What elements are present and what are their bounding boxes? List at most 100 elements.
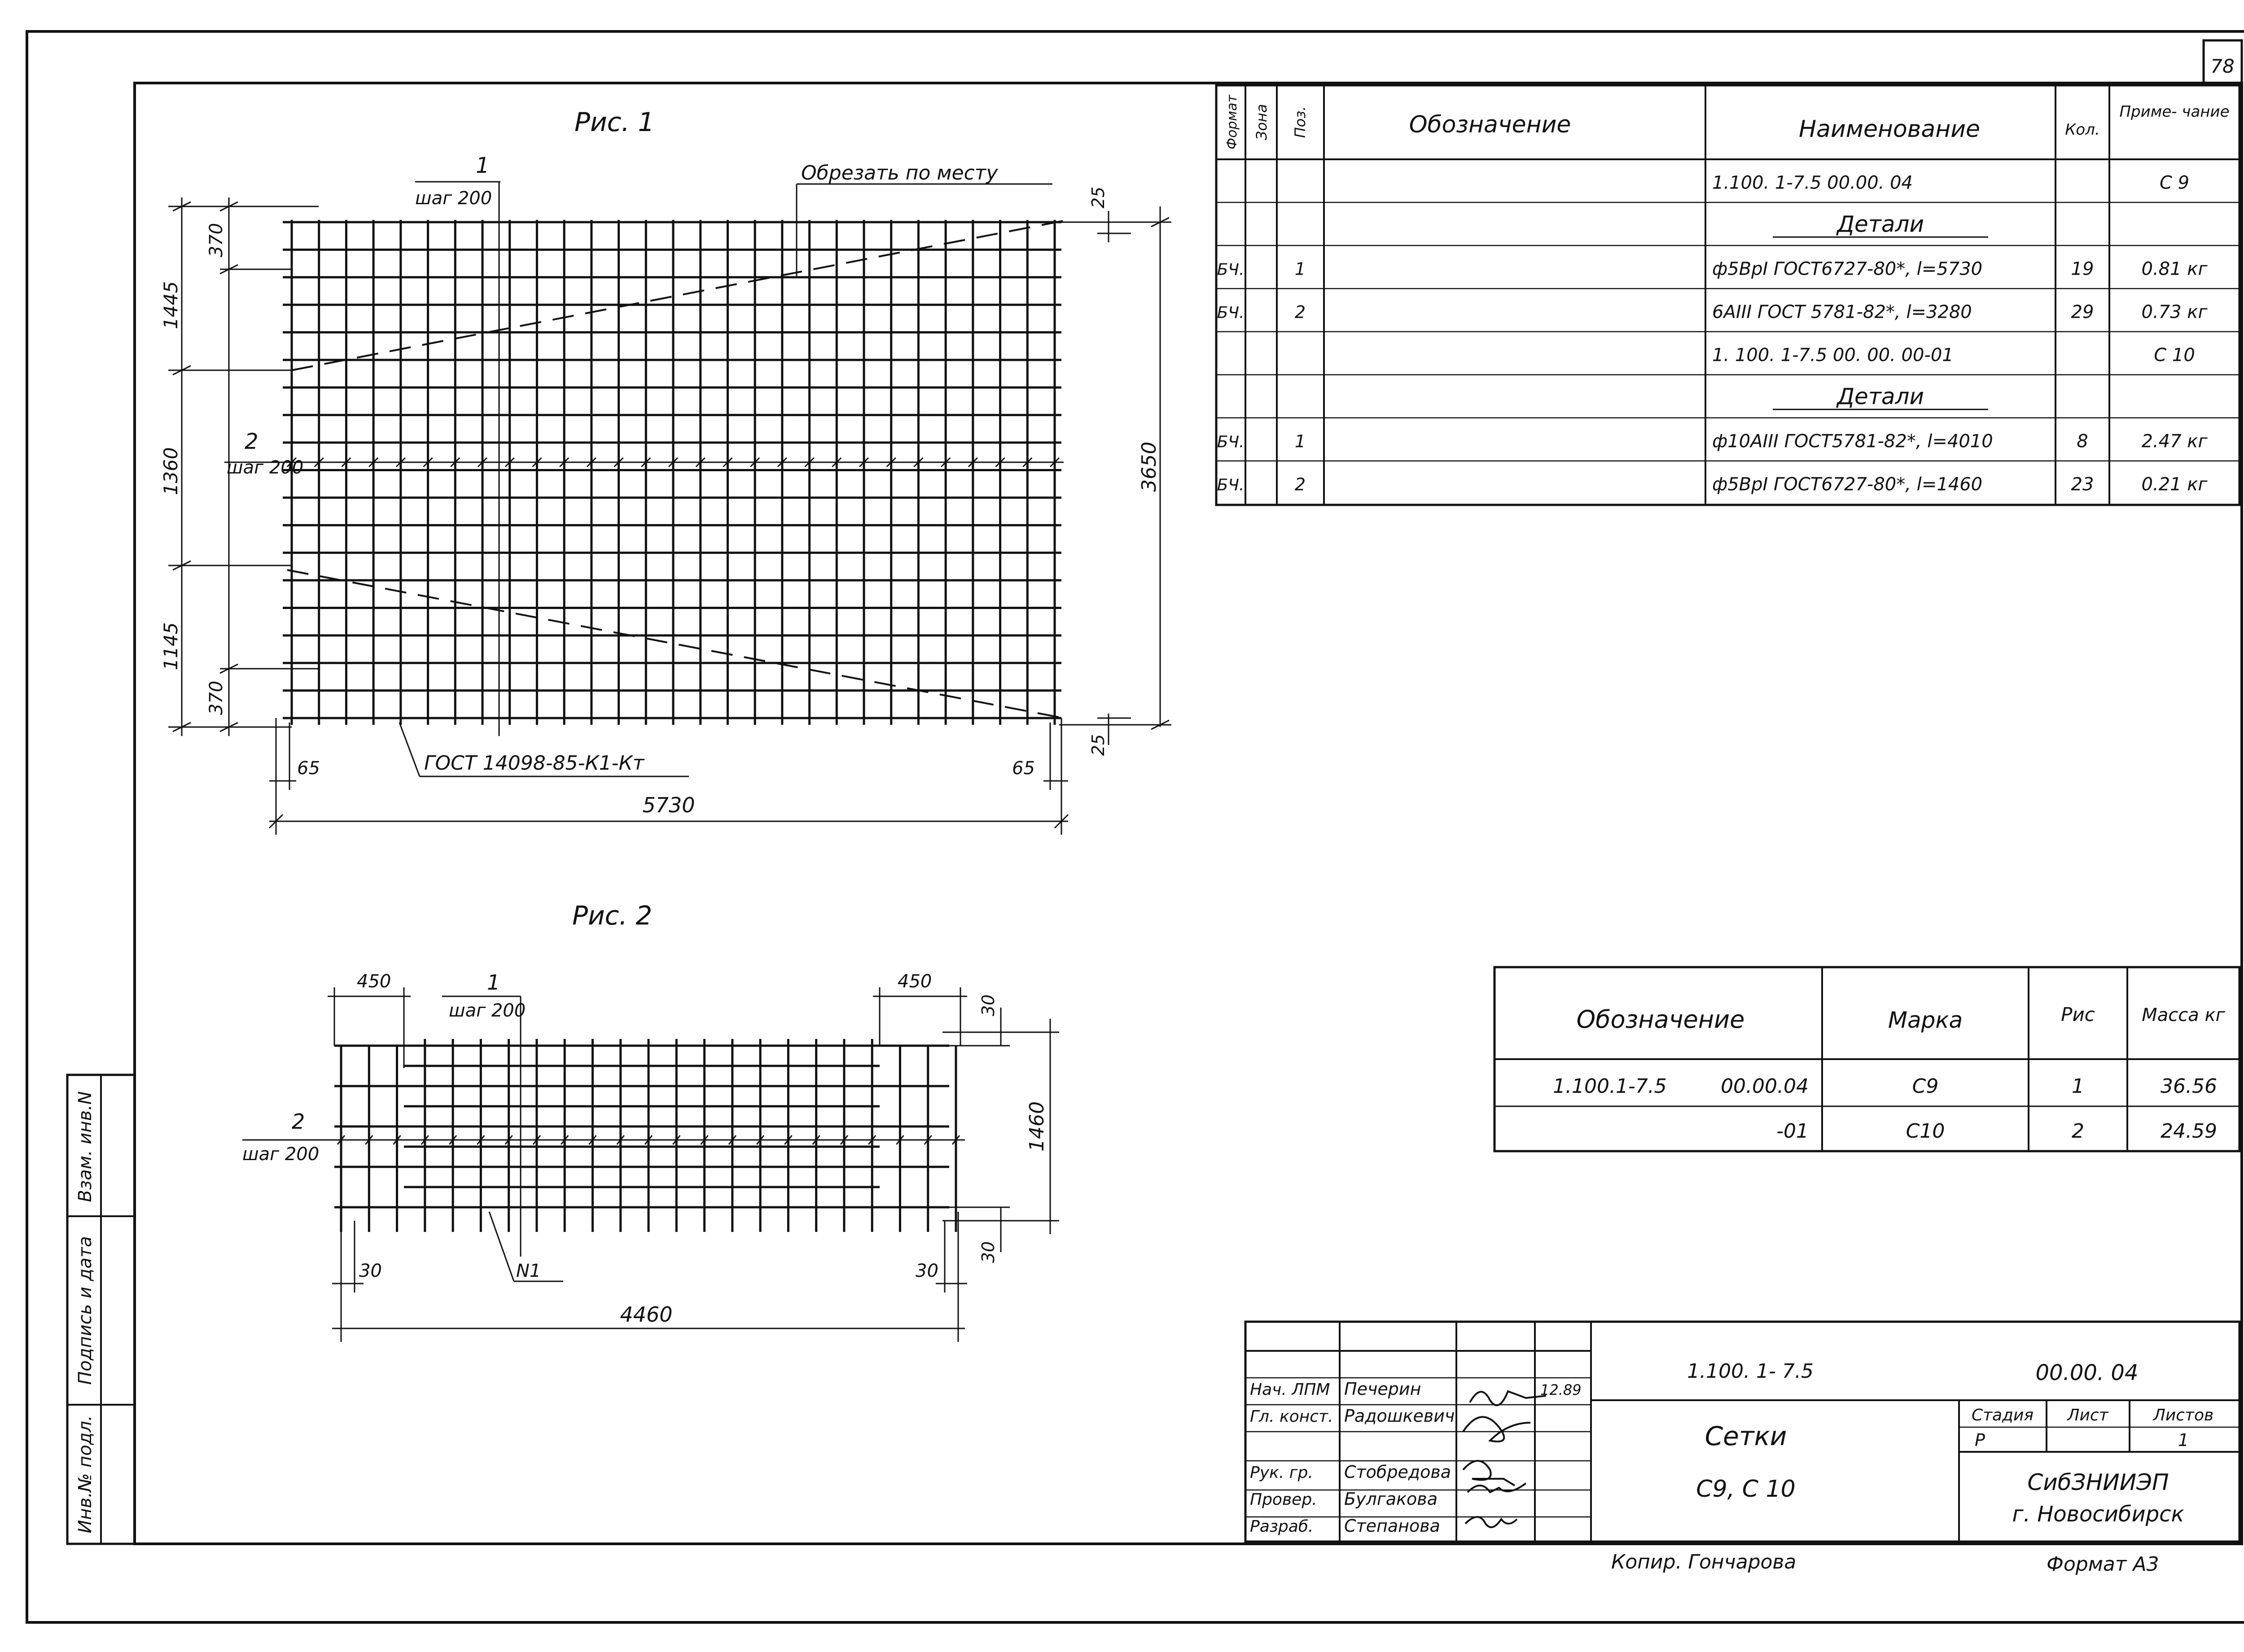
figure-1: Рис. 1 1 шаг 200 2 шаг 200 Обрезать по м… [160, 107, 1171, 835]
title-block: 1.100. 1- 7.5 00.00. 04 Сетки С9, С 10 С… [1244, 1320, 2241, 1543]
footer-format: Формат А3 [2047, 1553, 2159, 1576]
tb-code: 1.100. 1- 7.5 [1687, 1360, 1814, 1383]
spec-cell-name: ф10АIII ГОСТ5781-82*, l=4010 [1712, 431, 1993, 451]
tb-role: Провер. [1250, 1490, 1317, 1509]
fig1-weld-note: ГОСТ 14098-85-К1-Кт [424, 752, 645, 775]
tb-sheet-label: Лист [2066, 1406, 2108, 1424]
marks-header-fig: Рис [2061, 1003, 2095, 1025]
fig2-dim-450-left: 450 [357, 971, 391, 992]
spec-cell-pos: 1 [1295, 259, 1306, 279]
fig2-dim-bottom [332, 1212, 967, 1342]
spec-cell-format: БЧ. [1217, 260, 1245, 279]
marks-cell-mark: С10 [1906, 1120, 1945, 1143]
fig2-node-leader [488, 1211, 515, 1282]
spec-cell-note: 2.47 кг [2142, 431, 2208, 451]
spec-header-qty: Кол. [2065, 121, 2099, 139]
marks-table: Обозначение Марка Рис Масса кг 1.100.1-7… [1493, 966, 2241, 1152]
fig2-node-label: N1 [516, 1261, 541, 1281]
tb-number: 00.00. 04 [2035, 1360, 2138, 1385]
spec-cell-note: 0.21 кг [2142, 474, 2208, 495]
spec-cell-pos: 1 [1295, 431, 1306, 451]
fig1-cut-line-bottom [287, 569, 1064, 719]
spec-cell-name: 6АIII ГОСТ 5781-82*, l=3280 [1712, 302, 1972, 322]
tb-person-name: Радошкевич [1344, 1406, 1455, 1426]
fig1-dim-65-right: 65 [1012, 758, 1035, 779]
fig2-dim-30-left: 30 [359, 1261, 382, 1281]
fig1-dim-370-top: 370 [206, 223, 227, 257]
stamp-sign-date: Подпись и дата [75, 1236, 96, 1385]
fig1-cut-line-top [291, 219, 1069, 371]
marks-cell-mark: С9 [1912, 1075, 1939, 1098]
fig2-dim-right [942, 1008, 1059, 1252]
marks-cell-fig: 2 [2072, 1120, 2084, 1143]
tb-title-line2: С9, С 10 [1696, 1476, 1795, 1503]
fig1-dim-ticks-right [1059, 211, 1171, 745]
outer-border [26, 30, 2244, 1624]
tb-person-name: Печерин [1344, 1379, 1421, 1399]
fig2-dim-450-right: 450 [898, 971, 932, 992]
spec-cell-note: 0.81 кг [2142, 259, 2208, 279]
inner-border [133, 82, 2243, 1545]
spec-cell-name: ф5ВрI ГОСТ6727-80*, l=5730 [1712, 259, 1982, 279]
spec-header-designation: Обозначение [1409, 111, 1571, 138]
tb-org-line1: СибЗНИИЭП [2027, 1469, 2169, 1495]
side-stamp: Инв.№ подл. Подпись и дата Взам. инв.N [66, 1074, 136, 1545]
fig2-dim-30-bot: 30 [978, 1241, 998, 1263]
spec-table: Формат Зона Поз. Обозначение Наименовани… [1215, 84, 2241, 506]
tb-person-name: Булгакова [1344, 1489, 1438, 1509]
spec-cell-heading: Детали [1836, 383, 1924, 409]
stamp-inv-orig: Инв.№ подл. [75, 1415, 96, 1533]
fig1-dim-25-top: 25 [1088, 187, 1108, 208]
marks-rows: 1.100.1-7.5 00.00.04 С9 1 36.56 -01 С10 2 24.59 [1553, 1075, 2217, 1143]
spec-cell-name: 1.100. 1-7.5 00.00. 04 [1712, 172, 1913, 193]
marks-cell-designation-number: -01 [1776, 1120, 1809, 1143]
sheet-number: 78 [2210, 55, 2234, 77]
fig2-dim-30-top: 30 [978, 995, 998, 1016]
spec-cell-qty: 19 [2071, 259, 2094, 279]
tb-role: Нач. ЛПМ [1250, 1380, 1330, 1399]
fig1-dim-25-bot: 25 [1088, 734, 1108, 756]
spec-cell-format: БЧ. [1217, 476, 1245, 494]
spec-cell-name: 1. 100. 1-7.5 00. 00. 00-01 [1712, 345, 1954, 365]
fig1-mesh [283, 220, 1061, 725]
tb-stage-label: Стадия [1972, 1406, 2034, 1424]
fig1-row-step: шаг 200 [227, 457, 303, 478]
tb-title-line1: Сетки [1705, 1421, 1787, 1451]
spec-header-zone: Зона [1253, 104, 1270, 140]
fig2-title: Рис. 2 [572, 900, 652, 931]
spec-header-note: Приме- чание [2119, 103, 2229, 121]
tb-org-line2: г. Новосибирск [2012, 1502, 2184, 1527]
marks-cell-mass: 24.59 [2161, 1120, 2217, 1143]
sheet-number-box [2202, 39, 2243, 84]
tb-sheets-label: Листов [2152, 1406, 2213, 1424]
spec-header-format: Формат [1224, 94, 1240, 149]
figure-2: Рис. 2 1 шаг 200 2 шаг 200 N1 450 450 30… [242, 900, 1059, 1342]
spec-cell-pos: 2 [1295, 474, 1306, 494]
fig2-section-step: шаг 200 [449, 1000, 526, 1021]
fig1-dim-65-left: 65 [297, 758, 320, 779]
fig2-mesh [334, 1039, 960, 1232]
fig2-dim-4460: 4460 [620, 1302, 672, 1327]
spec-cell-format: БЧ. [1217, 433, 1245, 451]
fig1-row-label: 2 [245, 429, 259, 454]
marks-cell-fig: 1 [2072, 1075, 2084, 1098]
marks-cell-mass: 36.56 [2161, 1075, 2217, 1098]
spec-cell-note: 0.73 кг [2142, 302, 2208, 322]
marks-cell-designation-number: 00.00.04 [1721, 1075, 1809, 1098]
marks-cell-designation-code: 1.100.1-7.5 [1553, 1075, 1667, 1098]
fig1-title: Рис. 1 [574, 107, 654, 137]
tb-person-name: Стобредова [1344, 1462, 1451, 1482]
fig2-row-step: шаг 200 [242, 1144, 319, 1165]
fig1-section-label: 1 [476, 153, 490, 178]
spec-cell-note: С 9 [2160, 172, 2189, 193]
fig1-dim-1445: 1445 [160, 281, 182, 329]
tb-role: Разраб. [1250, 1517, 1313, 1536]
tb-signatures [1462, 1390, 1547, 1528]
spec-cell-qty: 23 [2071, 474, 2094, 495]
footer-copied: Копир. Гончарова [1611, 1551, 1796, 1573]
fig1-dim-ticks-left [168, 201, 319, 732]
spec-cell-format: БЧ. [1217, 303, 1245, 322]
fig2-row-label: 2 [292, 1109, 305, 1134]
